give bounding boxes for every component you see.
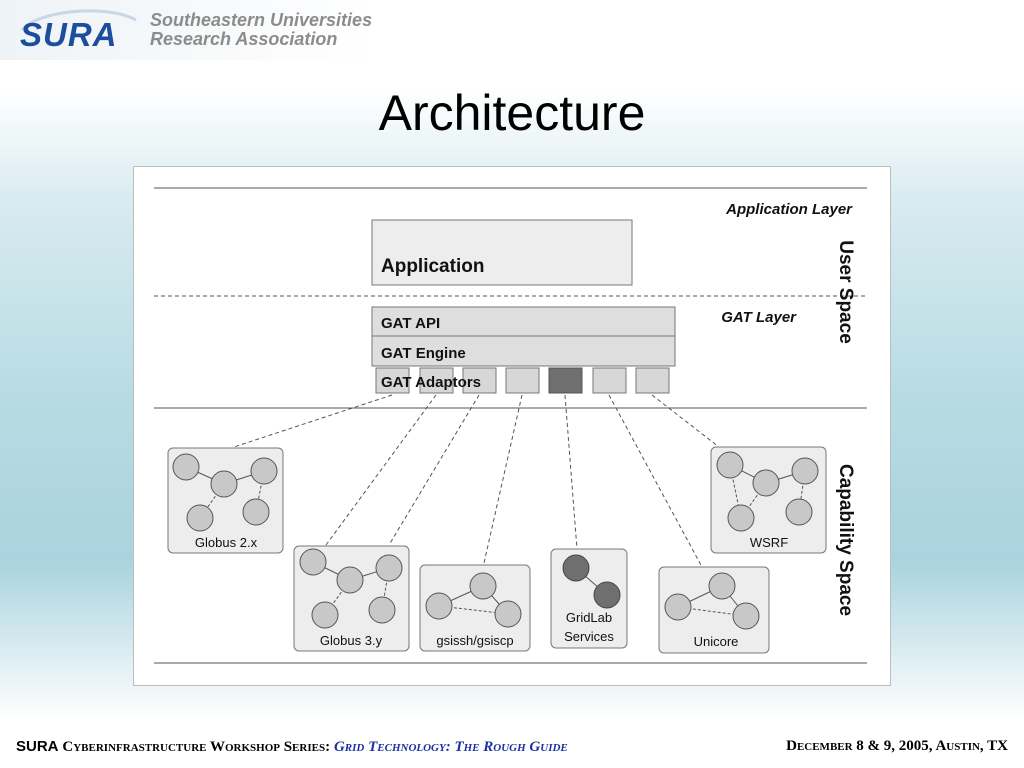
footer-sura: SURA <box>16 738 59 755</box>
adaptor-box <box>592 367 627 394</box>
logo-wordmark: SURA <box>20 16 118 52</box>
org-name-line2: Research Association <box>150 29 338 49</box>
diagram-canvas: Application Layer GAT Layer User Space C… <box>154 187 867 664</box>
adaptor-box <box>505 367 540 394</box>
node <box>368 596 396 624</box>
node <box>242 498 270 526</box>
node <box>250 457 278 485</box>
node <box>311 601 339 629</box>
capability-gsissh: gsissh/gsiscp <box>419 564 531 652</box>
node <box>210 470 238 498</box>
node <box>727 504 755 532</box>
capability-label: WSRF <box>750 535 788 550</box>
footer: SURA Cyberinfrastructure Workshop Series… <box>16 738 1008 758</box>
capability-gridlab: GridLab Services <box>550 548 628 649</box>
capability-label: Globus 2.x <box>195 535 258 550</box>
capability-globus-3y: Globus 3.y <box>293 545 410 652</box>
node <box>336 566 364 594</box>
capability-label: Globus 3.y <box>320 633 383 648</box>
org-name-line1: Southeastern Universities <box>150 10 373 30</box>
connector-line <box>325 394 437 546</box>
connector-line <box>483 394 523 564</box>
capability-space-label: Capability Space <box>835 464 856 616</box>
connector-line <box>233 394 393 448</box>
adaptor-box-gridlab <box>548 367 583 394</box>
adaptor-box <box>635 367 670 394</box>
footer-series: Cyberinfrastructure Workshop Series: <box>62 739 331 755</box>
capability-wsrf: WSRF <box>710 446 827 554</box>
adaptor-box <box>462 367 497 394</box>
node <box>664 593 692 621</box>
gat-adaptors-label: GAT Adaptors <box>381 374 481 391</box>
connector-line <box>651 394 720 448</box>
adaptor-connectors <box>233 394 720 568</box>
node <box>425 592 453 620</box>
node <box>708 572 736 600</box>
capability-label-line1: GridLab <box>566 610 612 625</box>
user-space-label: User Space <box>835 240 856 344</box>
node <box>752 469 780 497</box>
capability-globus-2x: Globus 2.x <box>167 447 284 554</box>
node <box>732 602 760 630</box>
node <box>785 498 813 526</box>
node <box>716 451 744 479</box>
architecture-diagram: Application Layer GAT Layer User Space C… <box>133 166 891 686</box>
gat-api-label: GAT API <box>381 315 440 332</box>
capability-unicore: Unicore <box>658 566 770 654</box>
sura-logo: SURA <box>20 9 137 52</box>
logo-swoosh-icon <box>20 9 137 32</box>
adaptor-box <box>419 367 454 394</box>
node <box>469 572 497 600</box>
node <box>375 554 403 582</box>
gat-engine-box <box>371 335 676 367</box>
footer-guide-title: Grid Technology: The Rough Guide <box>333 739 568 755</box>
connector-line <box>608 394 703 568</box>
node-dark <box>562 554 590 582</box>
slide-title: Architecture <box>378 85 646 141</box>
node <box>791 457 819 485</box>
org-name: Southeastern Universities Research Assoc… <box>150 11 372 49</box>
node-dark <box>593 581 621 609</box>
application-box-label: Application <box>381 256 484 277</box>
gat-engine-label: GAT Engine <box>381 345 466 362</box>
capability-label-line2: Services <box>564 629 614 644</box>
node <box>186 504 214 532</box>
header-bar: SURA Southeastern Universities Research … <box>0 0 1024 60</box>
node <box>299 548 327 576</box>
adaptor-box <box>375 367 410 394</box>
application-layer-label: Application Layer <box>725 201 853 218</box>
application-box <box>371 219 633 286</box>
gat-layer-label: GAT Layer <box>721 309 797 326</box>
capability-label: Unicore <box>694 634 739 649</box>
node <box>172 453 200 481</box>
footer-date: December 8 & 9, 2005, Austin, TX <box>786 738 1008 754</box>
node <box>494 600 522 628</box>
connector-line <box>388 394 480 546</box>
connector-line <box>564 394 578 550</box>
capability-label: gsissh/gsiscp <box>436 633 513 648</box>
